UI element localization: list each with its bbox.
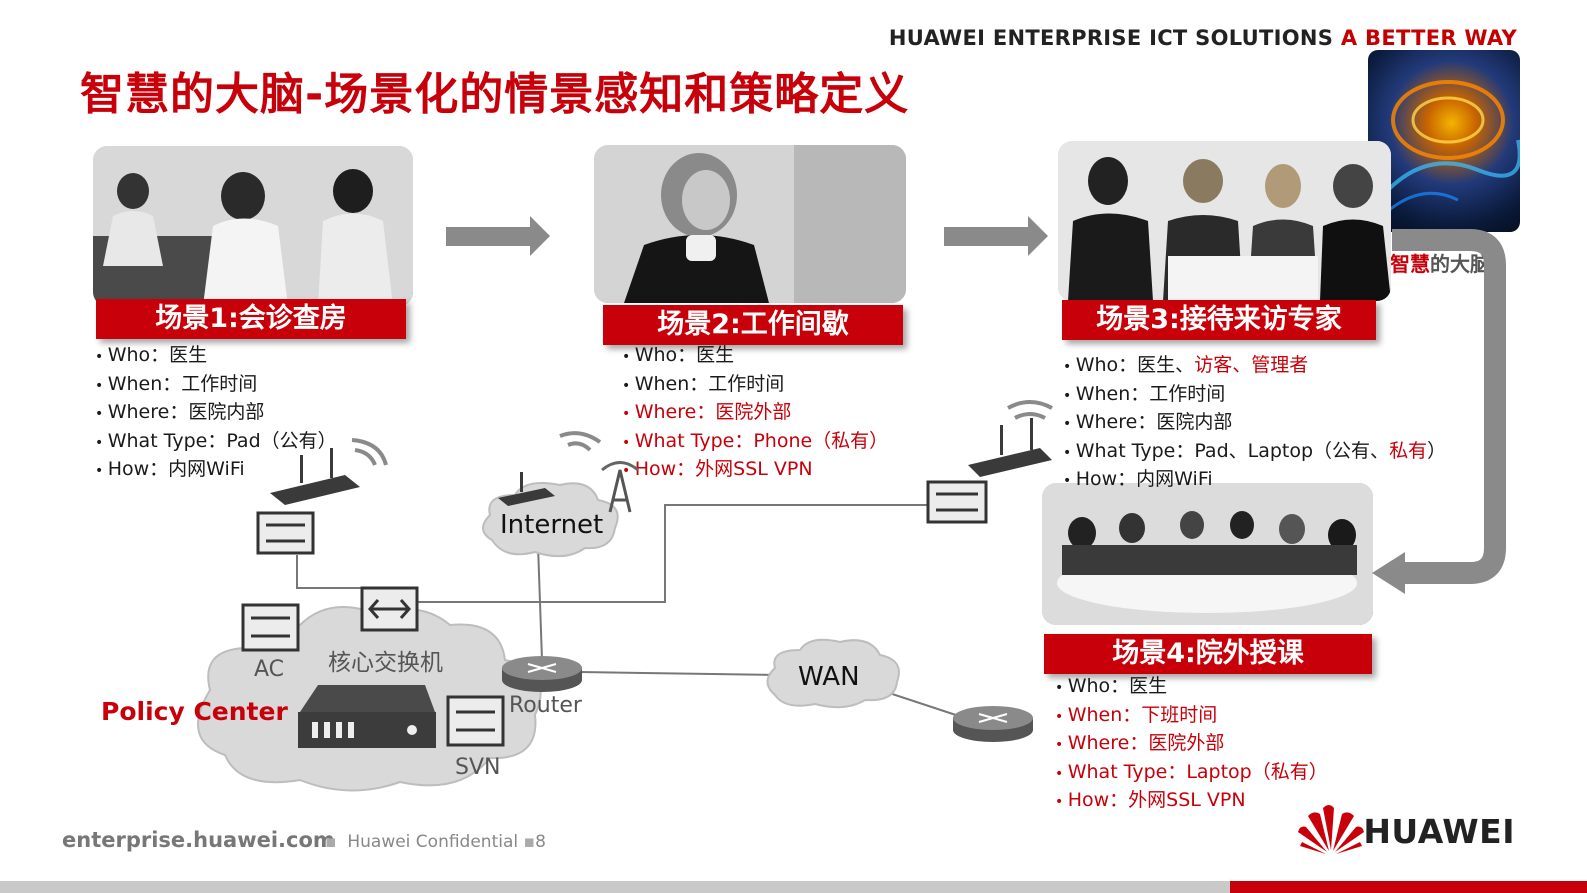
scene3-what-type: What Type：Pad、Laptop（公有、私有） — [1063, 438, 1446, 467]
scene2-how: How：外网SSL VPN — [622, 456, 888, 485]
brain-caption-rest: 的大脑 — [1430, 252, 1490, 276]
page-number: 8 — [535, 832, 546, 852]
svn-label: SVN — [455, 755, 501, 780]
scene4-photo — [1042, 483, 1373, 625]
scene3-how: How：内网WiFi — [1063, 466, 1446, 495]
brand-main: HUAWEI ENTERPRISE ICT SOLUTIONS — [888, 26, 1334, 50]
scene4-what-type: What Type：Laptop（私有） — [1055, 759, 1328, 788]
brand-tagline: HUAWEI ENTERPRISE ICT SOLUTIONS A BETTER… — [889, 26, 1517, 50]
scene1-who: Who：医生 — [95, 342, 337, 371]
brain-caption-red: 智慧 — [1390, 252, 1430, 276]
arrow-2-to-3 — [944, 216, 1048, 256]
scene4-how: How：外网SSL VPN — [1055, 787, 1328, 816]
access-point-1 — [270, 448, 360, 505]
router-icon-1 — [502, 656, 582, 692]
brain-caption: 智慧的大脑 — [1390, 248, 1490, 277]
scene2-who: Who：医生 — [622, 342, 888, 371]
router-label: Router — [509, 693, 582, 718]
scene4-when: When：下班时间 — [1055, 702, 1328, 731]
scene3-info-list: Who：医生、访客、管理者 When：工作时间 Where：医院内部 What … — [1063, 352, 1446, 495]
ac-icon — [241, 603, 300, 652]
wan-label: WAN — [798, 662, 860, 692]
svn-icon — [446, 695, 505, 747]
wan-cloud — [766, 638, 900, 709]
scene4-who: Who：医生 — [1055, 673, 1328, 702]
arrow-1-to-2 — [446, 216, 550, 256]
scene2-title: 场景2:工作间歇 — [603, 305, 903, 345]
scene1-title: 场景1:会诊查房 — [96, 299, 406, 339]
scene2-where: Where：医院外部 — [622, 399, 888, 428]
scene3-what-prefix: What Type：Pad、Laptop（公有、 — [1075, 439, 1390, 462]
footer-bar-grey — [0, 881, 1230, 893]
link-internet-to-router — [537, 544, 543, 661]
ac-label: AC — [254, 657, 285, 682]
switch-scene1 — [256, 511, 315, 555]
scene3-where: Where：医院内部 — [1063, 409, 1446, 438]
scene3-what-suffix: ） — [1427, 439, 1447, 462]
scene4-title: 场景4:院外授课 — [1044, 634, 1372, 674]
core-switch-icon — [360, 586, 419, 632]
link-core-to-switch3 — [385, 504, 930, 603]
network-links — [296, 504, 966, 719]
footer-url: enterprise.huawei.com — [62, 828, 335, 852]
scene1-info-list: Who：医生 When：工作时间 Where：医院内部 What Type：Pa… — [95, 342, 337, 485]
arrow-3-to-4 — [1392, 229, 1506, 584]
scene2-what-type: What Type：Phone（私有） — [622, 428, 888, 457]
wifi-signal-1 — [351, 438, 388, 466]
scene2-when: When：工作时间 — [622, 371, 888, 400]
scene1-where: Where：医院内部 — [95, 399, 337, 428]
scene3-what-red: 私有 — [1389, 439, 1428, 462]
brand-accent: A BETTER WAY — [1340, 26, 1517, 50]
wifi-signal-2 — [559, 431, 602, 452]
link-switch1-to-core — [296, 555, 385, 589]
page-title: 智慧的大脑-场景化的情景感知和策略定义 — [80, 69, 910, 120]
scene3-photo — [1058, 141, 1391, 301]
huawei-logo-text: HUAWEI — [1363, 812, 1515, 851]
scene3-when: When：工作时间 — [1063, 381, 1446, 410]
link-wan-to-router2 — [879, 689, 966, 719]
router-icon-2 — [953, 706, 1033, 742]
scene3-who: Who：医生、访客、管理者 — [1063, 352, 1446, 381]
scene2-photo — [594, 145, 906, 303]
confidential-label: Huawei Confidential — [347, 832, 519, 852]
access-point-3 — [968, 418, 1052, 477]
scene3-who-prefix: Who：医生、 — [1075, 354, 1195, 376]
scene1-what-type: What Type：Pad（公有） — [95, 428, 337, 457]
scene1-when: When：工作时间 — [95, 371, 337, 400]
scene1-photo — [93, 146, 413, 306]
footer-bar-red — [1230, 881, 1587, 893]
wifi-signal-3 — [1007, 400, 1053, 420]
footer-confidential: ▪ Huawei Confidential ▪8 — [325, 832, 546, 852]
access-point-2 — [498, 472, 555, 506]
huawei-logo-icon — [1296, 800, 1366, 855]
cell-tower — [601, 461, 639, 513]
scene3-title: 场景3:接待来访专家 — [1062, 300, 1376, 340]
switch-scene3 — [926, 480, 988, 524]
policy-center-label: Policy Center — [101, 697, 288, 726]
scene3-who-red: 访客、管理者 — [1194, 354, 1309, 376]
scene4-info-list: Who：医生 When：下班时间 Where：医院外部 What Type：La… — [1055, 673, 1328, 816]
scene4-where: Where：医院外部 — [1055, 730, 1328, 759]
brain-image — [1368, 50, 1520, 232]
scene1-how: How：内网WiFi — [95, 456, 337, 485]
internet-label: Internet — [500, 510, 604, 540]
core-switch-label: 核心交换机 — [328, 650, 443, 676]
policy-server-icon — [298, 685, 436, 748]
scene2-info-list: Who：医生 When：工作时间 Where：医院外部 What Type：Ph… — [622, 342, 888, 485]
link-router-to-wan — [579, 671, 781, 676]
